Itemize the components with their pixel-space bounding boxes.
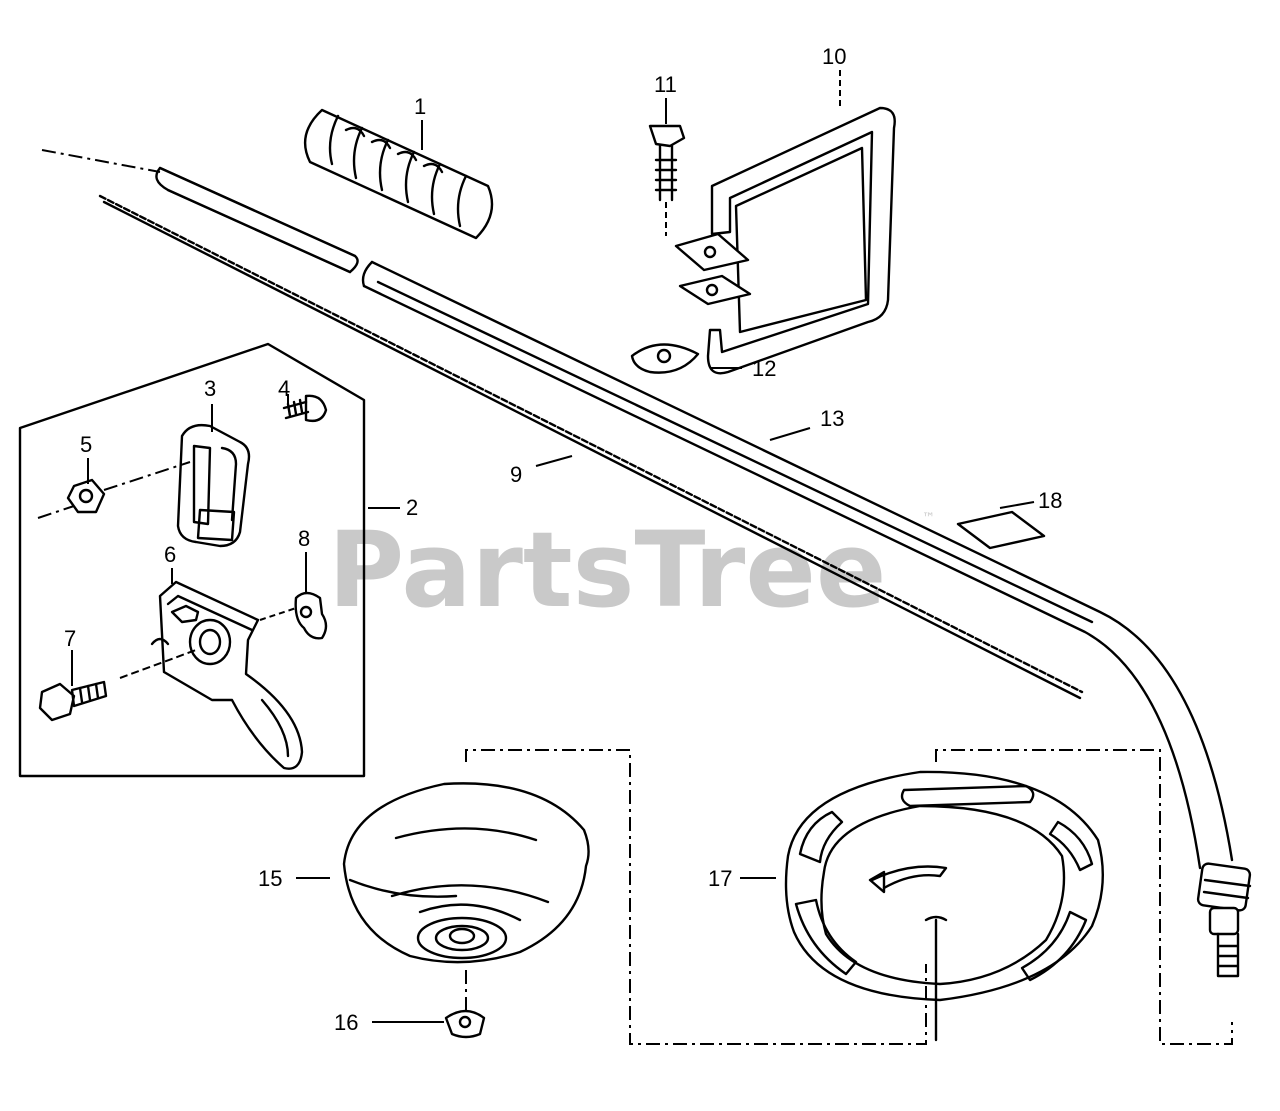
leader-lines [71,70,1035,1023]
callout-3: 3 [204,376,216,401]
callout-5: 5 [80,432,92,457]
callout-16: 16 [334,1010,358,1035]
watermark-trademark: ™ [922,511,935,526]
callout-18: 18 [1038,488,1062,513]
callout-2: 2 [406,495,418,520]
callout-11: 11 [654,72,677,97]
callout-10: 10 [822,44,846,69]
shield-nut [444,1009,486,1039]
callout-13: 13 [820,406,844,431]
guard-shield [342,782,590,1010]
handle-frame [674,106,896,375]
assist-handle-kit [18,342,366,778]
drive-end-fitting [1196,862,1252,978]
decal-label [956,510,1046,550]
handle-grip [303,108,494,240]
frame-bolt [648,124,686,236]
callout-9: 9 [510,462,522,487]
drive-cable [41,149,1084,700]
callout-6: 6 [164,542,176,567]
shaft-tube [155,166,1234,870]
callout-8: 8 [298,526,310,551]
trimmer-head-cover [784,770,1104,1042]
watermark-text: PartsTree [328,509,886,631]
callout-4: 4 [278,376,290,401]
callout-7: 7 [64,626,76,651]
assembly-brackets [465,749,1233,1045]
callout-17: 17 [708,866,732,891]
callout-12: 12 [752,356,776,381]
callout-15: 15 [258,866,282,891]
frame-wing-nut [630,343,700,374]
callout-1: 1 [414,94,426,119]
